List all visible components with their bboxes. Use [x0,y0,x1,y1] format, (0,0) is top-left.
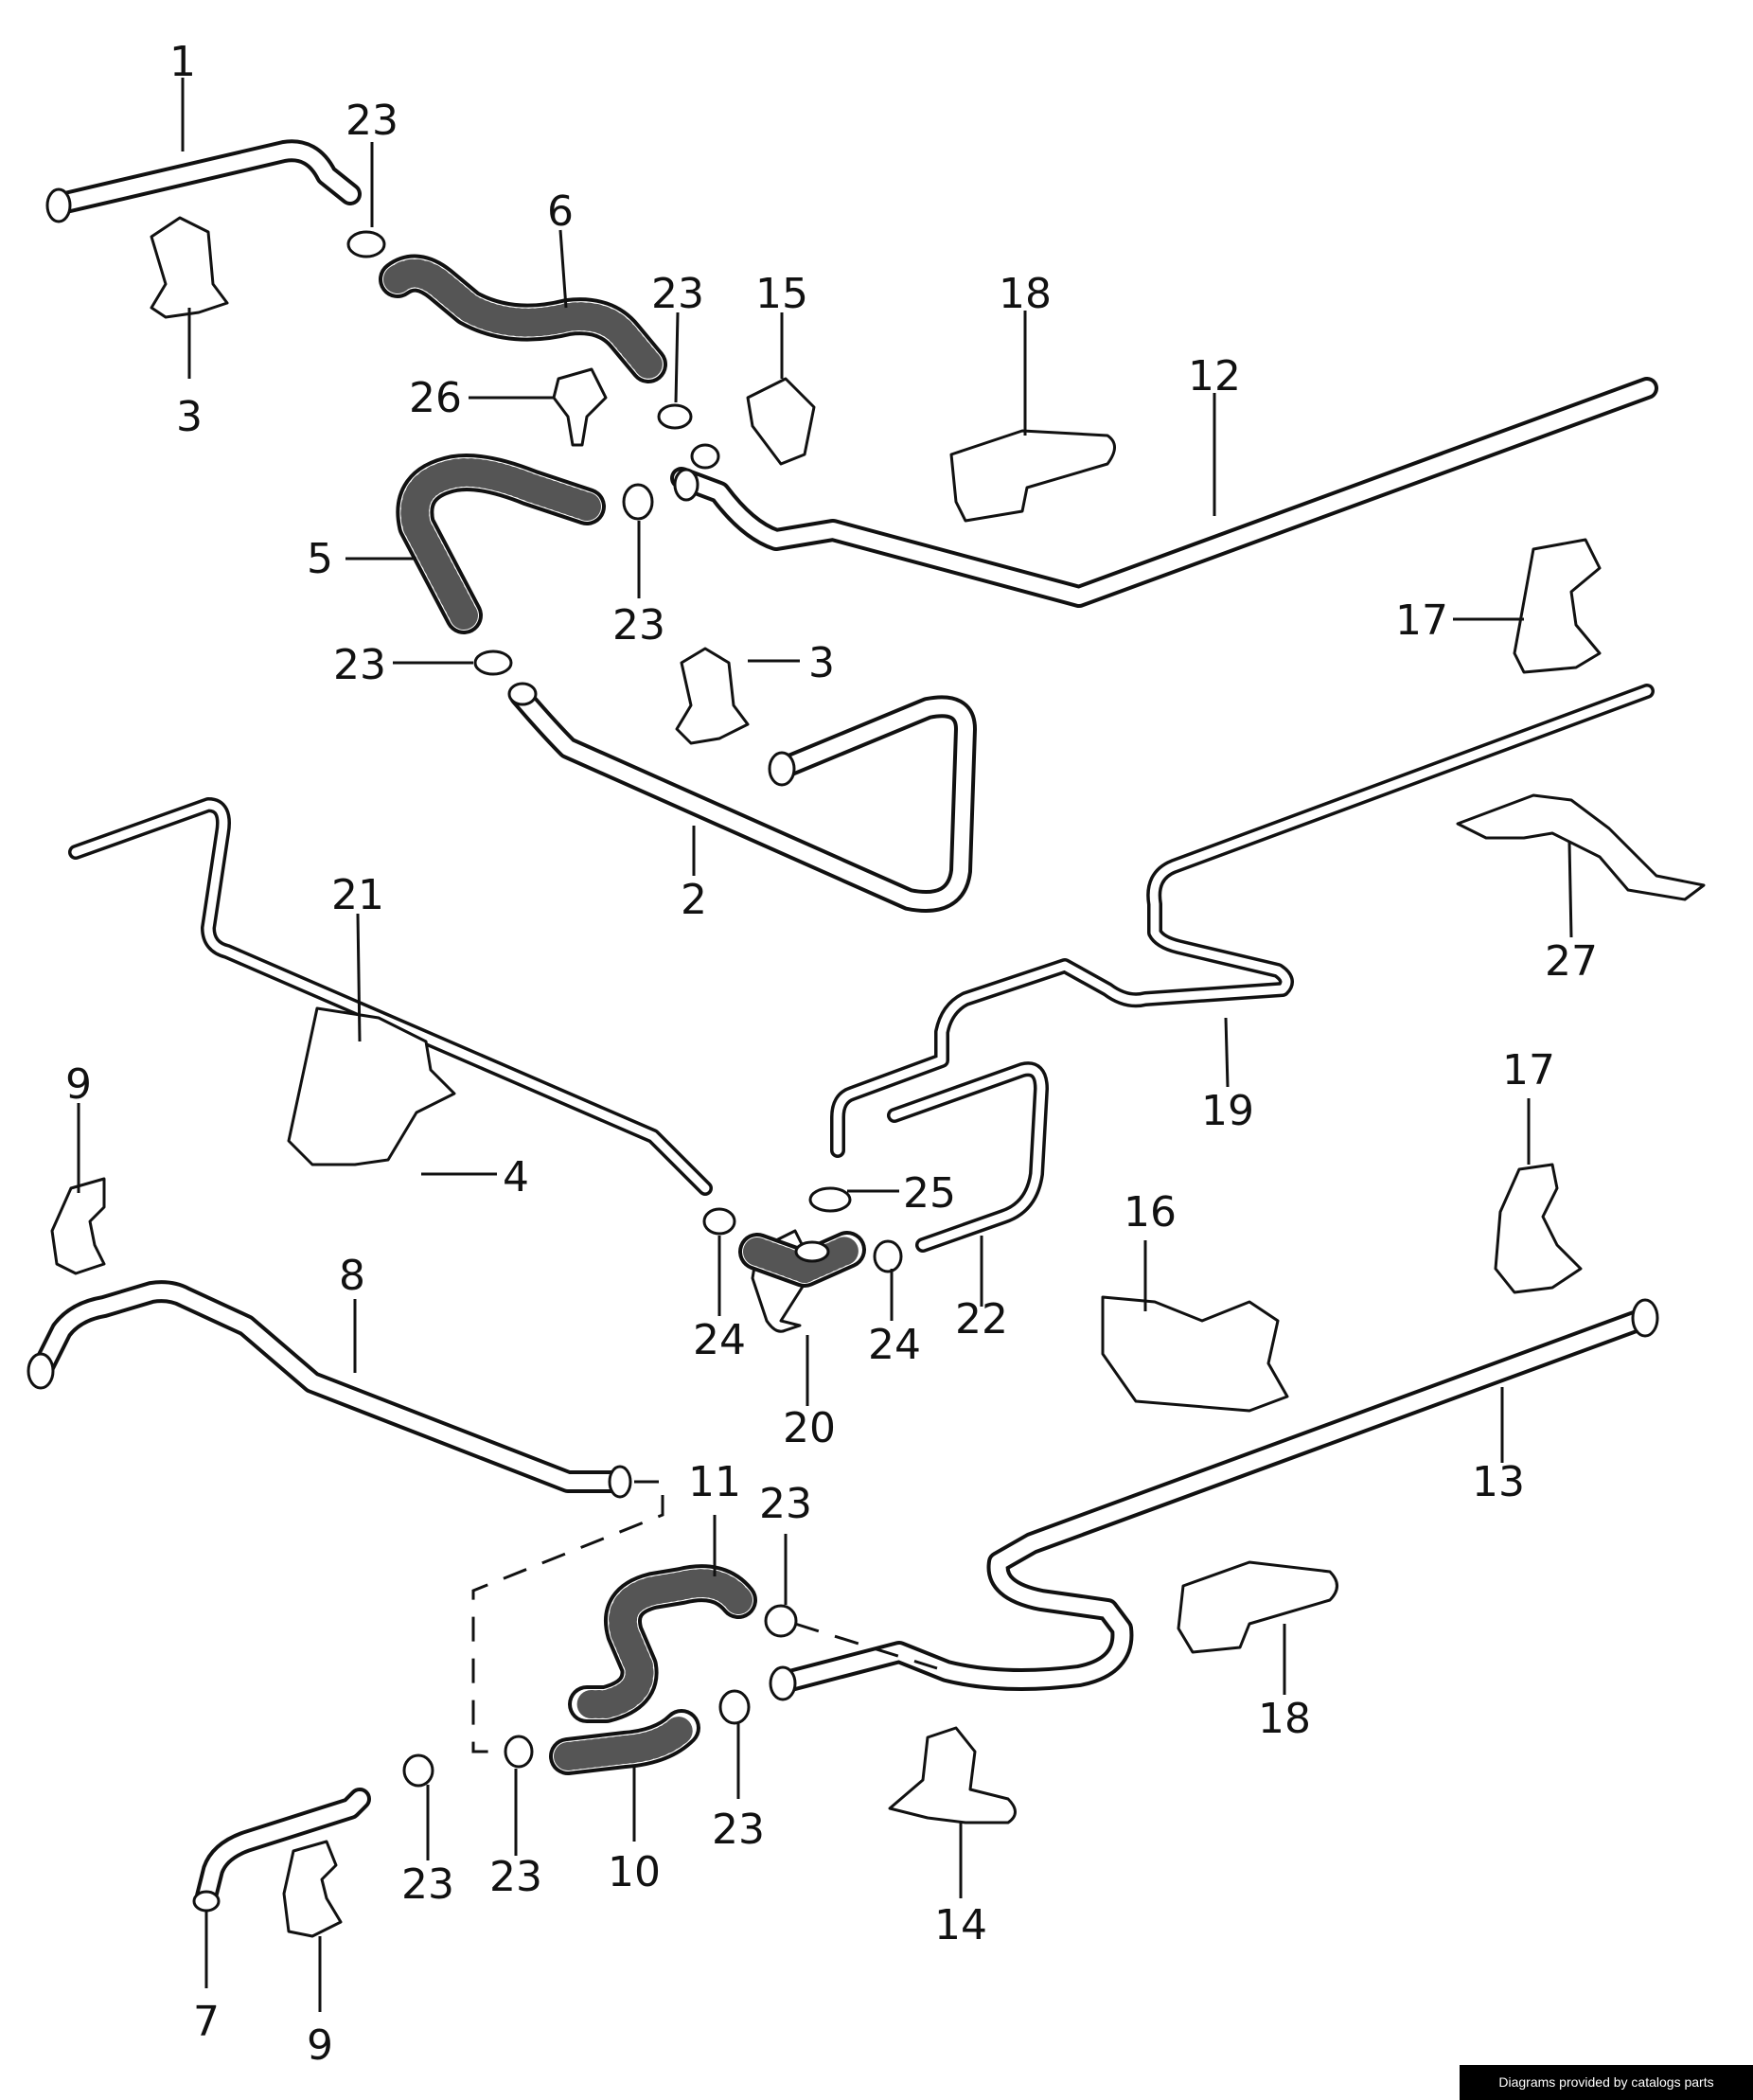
pipe-2 [507,682,977,913]
callout-19: 19 [1201,1087,1254,1135]
callout-23: 23 [345,97,398,145]
callout-3: 3 [808,639,835,687]
hose-6 [379,254,667,383]
callout-7: 7 [193,1998,220,2046]
callout-20: 20 [783,1404,836,1452]
callout-18: 18 [1258,1695,1311,1743]
callout-27: 27 [1545,937,1598,986]
hose-5 [396,454,606,634]
pipe-13 [769,1298,1659,1701]
callout-22: 22 [955,1295,1008,1344]
callout-15: 15 [755,270,808,318]
callout-12: 12 [1188,352,1241,400]
callout-17: 17 [1395,596,1448,645]
leader-lines [77,78,1573,2012]
callout-2: 2 [681,876,707,924]
callout-6: 6 [547,187,574,236]
pipe-7 [192,1788,371,1913]
callout-1: 1 [169,38,196,86]
callout-23: 23 [333,641,386,689]
hose-10 [549,1709,700,1775]
t-piece-20 [738,1229,866,1333]
pipe-22 [887,1061,1049,1253]
callout-23: 23 [712,1806,765,1854]
pipe-21 [68,797,713,1196]
assembly-dashed-lines [471,1480,938,1753]
pipe-12 [670,377,1658,608]
callout-14: 14 [934,1901,987,1949]
callout-8: 8 [339,1252,365,1300]
callout-24: 24 [693,1316,746,1364]
callout-3: 3 [176,393,203,441]
callout-26: 26 [409,374,462,422]
callout-23: 23 [759,1480,812,1528]
brackets-and-clips [50,216,1706,1938]
callout-9: 9 [65,1060,92,1109]
callout-9: 9 [307,2021,333,2070]
pipe-1 [45,139,362,223]
callout-11: 11 [688,1458,741,1506]
callout-4: 4 [503,1153,529,1201]
callout-23: 23 [651,270,704,318]
callout-17: 17 [1502,1046,1555,1094]
hose-clamps [346,230,903,1788]
hose-11 [568,1564,757,1723]
callout-23: 23 [401,1860,454,1909]
callout-5: 5 [307,535,333,583]
credit-banner: Diagrams provided by catalogs parts [1460,2065,1753,2100]
callout-13: 13 [1472,1458,1525,1506]
pipe-19 [830,684,1655,1158]
callout-18: 18 [999,270,1052,318]
callout-23: 23 [612,601,665,650]
callout-10: 10 [608,1848,661,1896]
callout-24: 24 [868,1321,921,1369]
callout-23: 23 [489,1853,542,1901]
callout-21: 21 [331,871,384,919]
callout-numbers: 1 23 6 3 23 15 18 12 26 5 23 23 3 17 2 2… [65,38,1598,2070]
callout-25: 25 [903,1169,956,1218]
callout-16: 16 [1124,1188,1177,1237]
pipe-8 [27,1280,632,1499]
